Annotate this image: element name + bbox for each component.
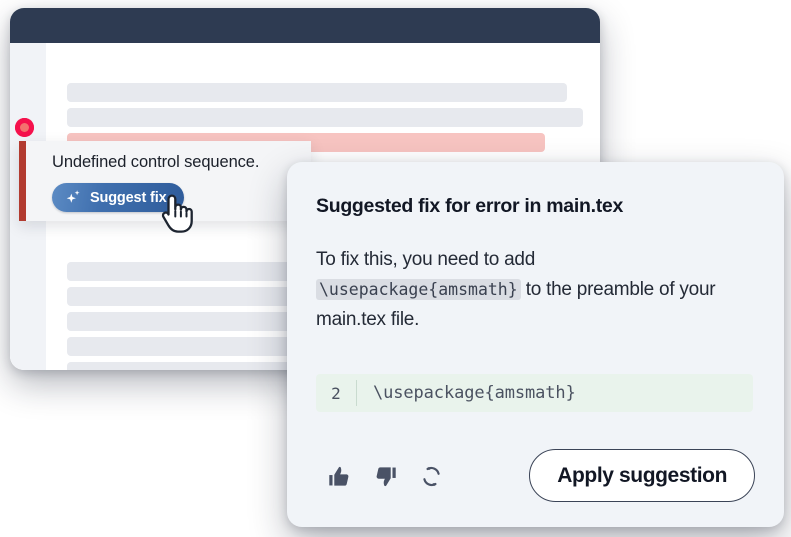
suggestion-panel-title: Suggested fix for error in main.tex [316, 195, 623, 217]
regenerate-icon [419, 464, 444, 489]
error-marker-dot[interactable] [15, 118, 34, 137]
apply-suggestion-button[interactable]: Apply suggestion [529, 449, 755, 502]
suggestion-text-after: to the preamble of your main.tex file. [316, 279, 716, 330]
inline-code-snippet: \usepackage{amsmath} [316, 279, 521, 300]
thumbs-up-button[interactable] [316, 453, 362, 499]
editor-titlebar [10, 8, 600, 43]
error-message: Undefined control sequence. [52, 153, 260, 171]
suggestion-panel-body: To fix this, you need to add \usepackage… [316, 245, 716, 335]
regenerate-button[interactable] [408, 453, 454, 499]
code-gutter-divider [356, 380, 357, 406]
thumbs-down-icon [373, 464, 398, 489]
code-line-number: 2 [331, 383, 341, 403]
suggestion-action-bar: Apply suggestion [316, 449, 755, 502]
suggestion-panel: Suggested fix for error in main.tex To f… [287, 162, 784, 527]
editor-line-placeholder [67, 83, 567, 102]
editor-line-placeholder [67, 108, 583, 127]
suggest-fix-label: Suggest fix [90, 189, 167, 206]
thumbs-up-icon [327, 464, 352, 489]
suggestion-text-before: To fix this, you need to add [316, 249, 536, 270]
suggested-code-block: 2 \usepackage{amsmath} [316, 374, 753, 412]
sparkle-icon [65, 189, 82, 206]
code-line-content: \usepackage{amsmath} [373, 383, 576, 403]
error-tooltip: Undefined control sequence. Suggest fix [19, 141, 311, 221]
suggest-fix-button[interactable]: Suggest fix [52, 183, 184, 212]
thumbs-down-button[interactable] [362, 453, 408, 499]
